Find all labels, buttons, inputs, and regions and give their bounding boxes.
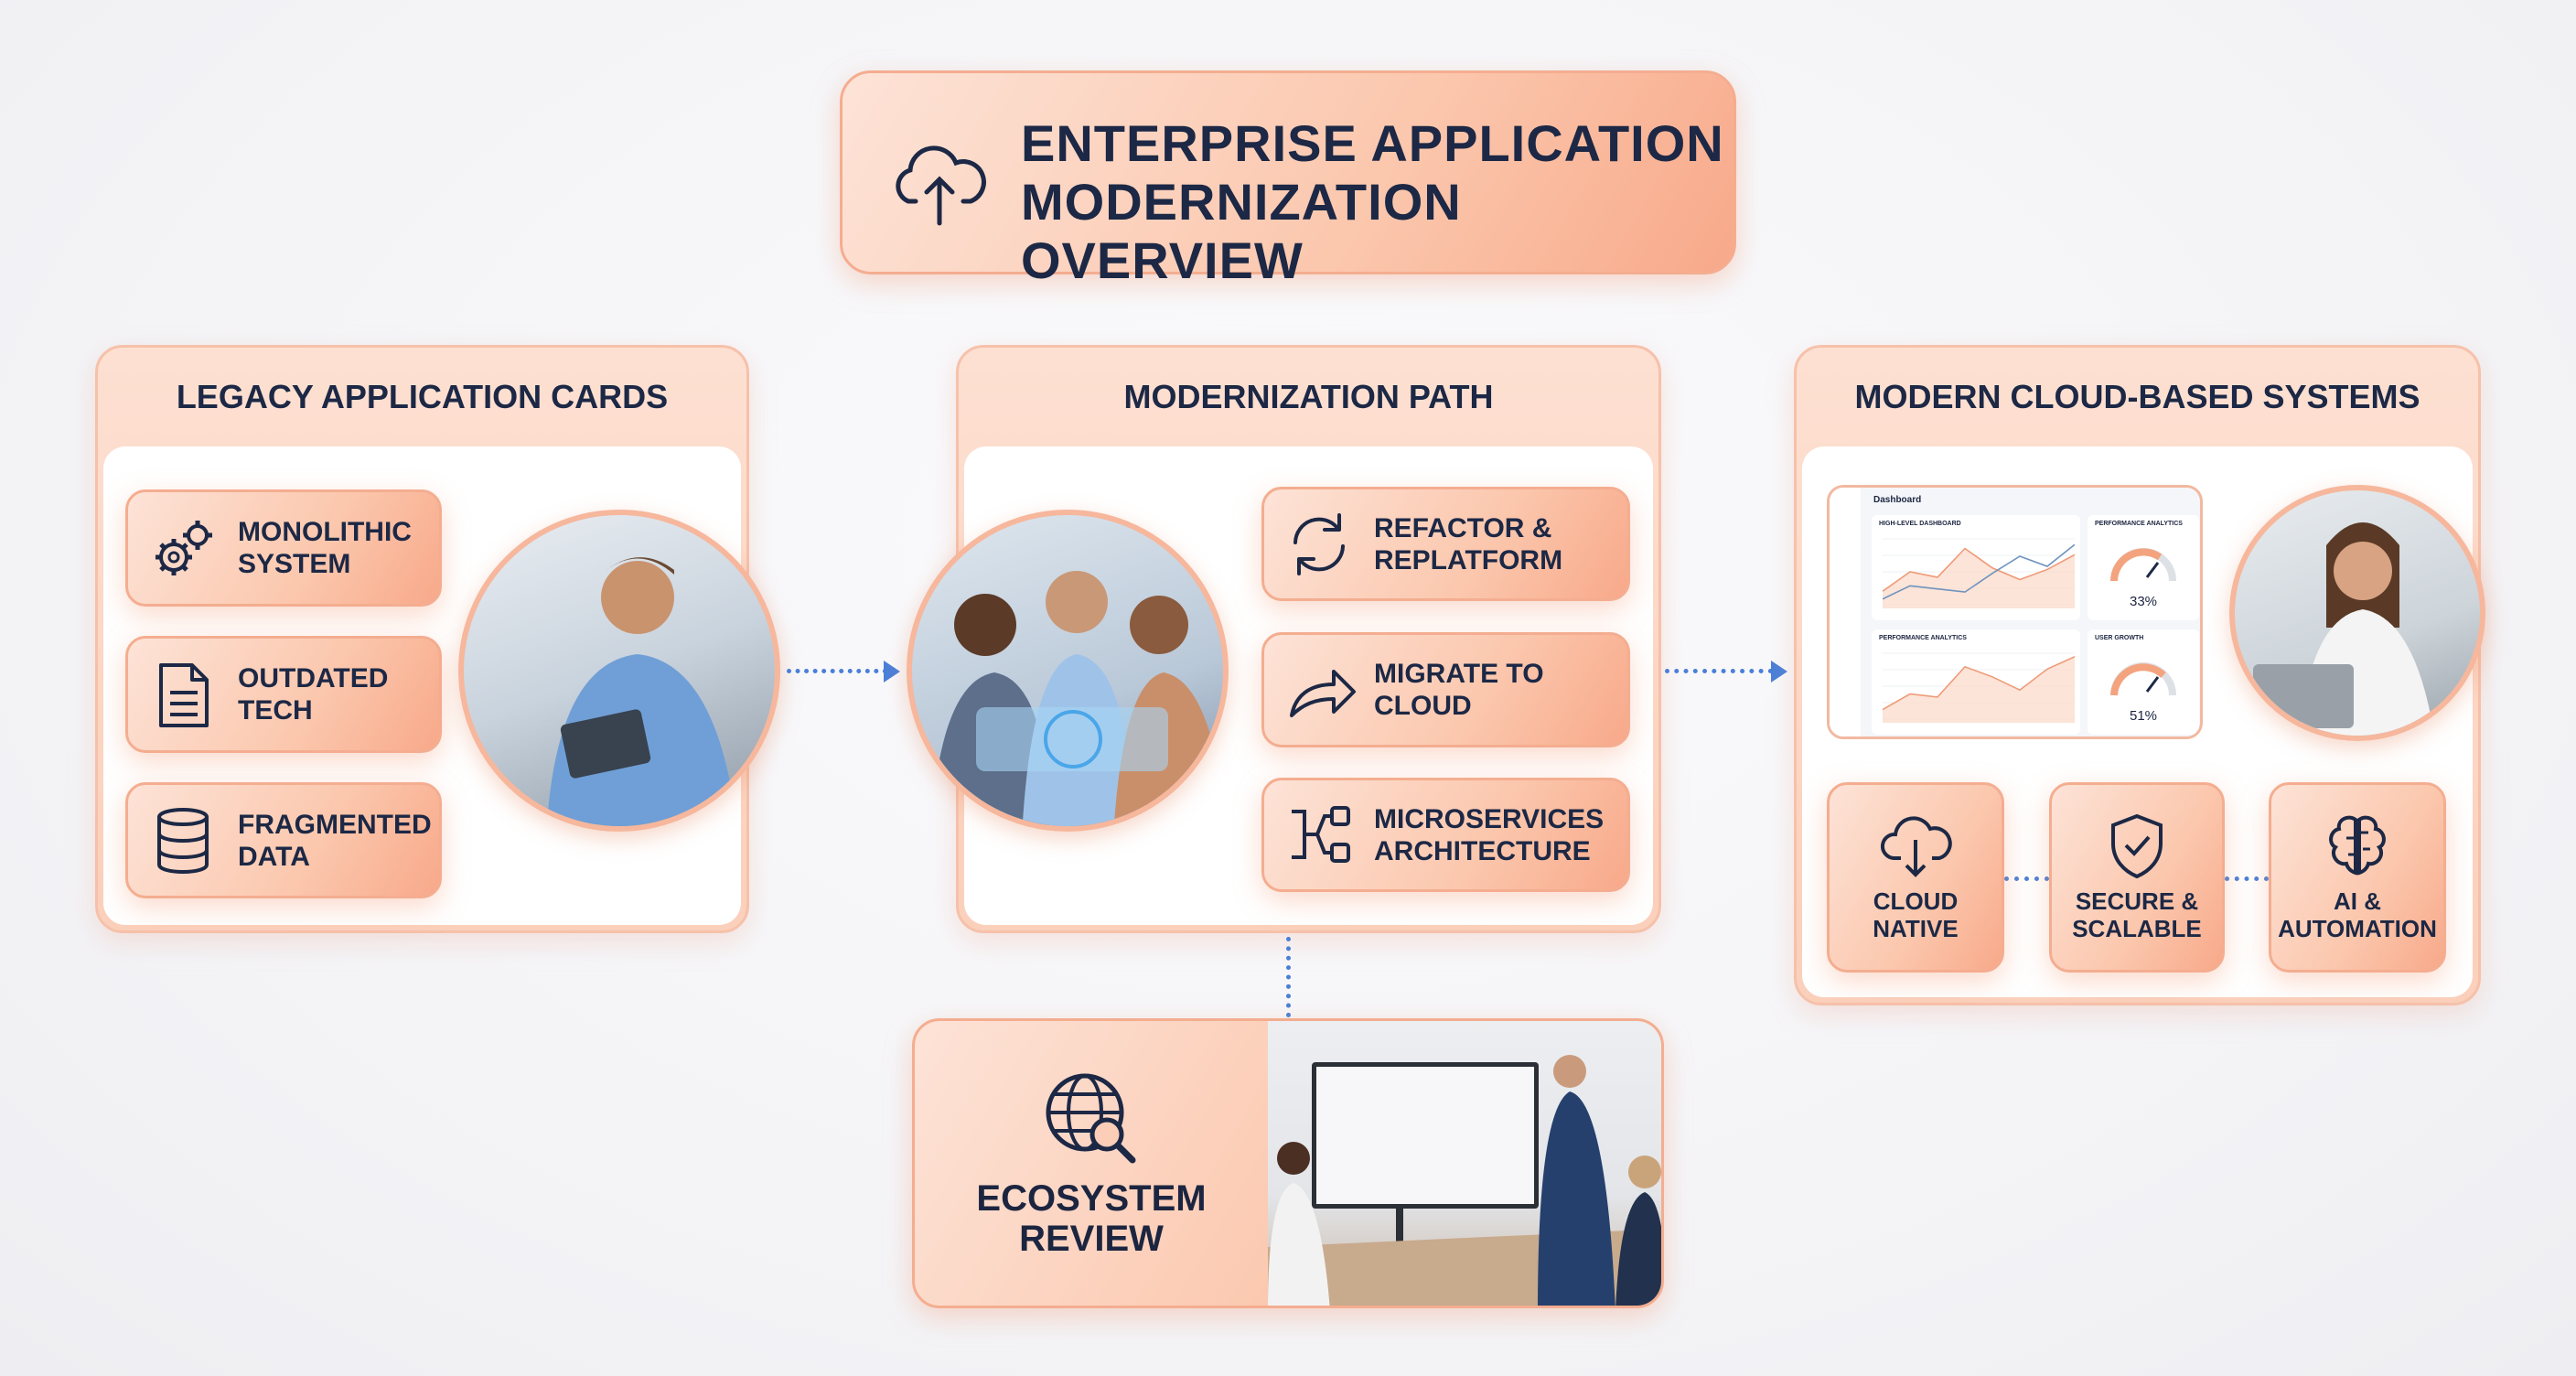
card-label: REFACTOR & xyxy=(1374,512,1552,543)
gauge1-value: 33% xyxy=(2129,594,2158,609)
tile-connector xyxy=(2004,876,2049,881)
tile-label: AI & xyxy=(2334,887,2381,915)
tile-secure-scalable[interactable]: SECURE &SCALABLE xyxy=(2049,782,2225,973)
series-area xyxy=(1883,548,2075,608)
cloud-upload-icon xyxy=(896,145,986,226)
gauge1-card: PERFORMANCE ANALYTICS 33% xyxy=(2088,515,2199,620)
photo-woman-laptop xyxy=(2229,485,2485,741)
tile-label: CLOUD xyxy=(1873,887,1959,915)
card-label: REPLATFORM xyxy=(1374,544,1563,575)
shield-check-icon xyxy=(2111,813,2163,878)
dashboard-chart1-card: HIGH-LEVEL DASHBOARD xyxy=(1872,515,2080,620)
card-label: TECH xyxy=(238,695,313,726)
modern-heading: MODERN CLOUD-BASED SYSTEMS xyxy=(1854,378,2420,415)
path-heading: MODERNIZATION PATH xyxy=(1123,378,1494,415)
card-refactor-replatform[interactable]: REFACTOR &REPLATFORM xyxy=(1261,487,1630,601)
series-line xyxy=(1883,655,2075,711)
chart2-plot xyxy=(1883,652,2075,723)
dashboard-chart2-card: PERFORMANCE ANALYTICS xyxy=(1872,629,2080,735)
photo-team-hologram xyxy=(907,510,1229,832)
tile-label: SCALABLE xyxy=(2072,915,2202,942)
tile-ai-automation[interactable]: AI &AUTOMATION xyxy=(2269,782,2446,973)
microservices-icon xyxy=(1292,805,1350,863)
connector-legacy-to-path xyxy=(787,669,887,673)
title-line-1: ENTERPRISE APPLICATION xyxy=(1021,114,1724,172)
tile-label: SECURE & xyxy=(2075,887,2199,915)
card-label: MICROSERVICES xyxy=(1374,803,1605,834)
photo-man-with-tablet xyxy=(458,510,780,832)
series-area xyxy=(1883,656,2075,723)
chart1-plot xyxy=(1883,538,2075,608)
cloud-download-icon xyxy=(1881,816,1952,877)
gauge2-icon xyxy=(2110,662,2176,696)
share-arrow-icon xyxy=(1290,670,1356,717)
series-line xyxy=(1883,543,2075,600)
legacy-heading: LEGACY APPLICATION CARDS xyxy=(176,378,669,415)
card-label: OUTDATED xyxy=(238,663,389,693)
refresh-icon xyxy=(1293,512,1345,575)
gauge2-card: USER GROWTH 51% xyxy=(2088,629,2199,735)
tile-connector xyxy=(2225,876,2269,881)
gauge2-value: 51% xyxy=(2129,708,2158,724)
document-icon xyxy=(159,663,209,727)
ecosystem-line-2: REVIEW xyxy=(1019,1219,1164,1259)
card-label: FRAGMENTED xyxy=(238,809,432,840)
ecosystem-line-1: ECOSYSTEM xyxy=(976,1178,1207,1219)
dashboard-title: Dashboard xyxy=(1873,495,1922,505)
arrowhead-icon xyxy=(884,661,900,683)
card-label: MIGRATE TO xyxy=(1374,659,1544,689)
database-icon xyxy=(157,807,209,874)
dashboard-preview: Dashboard HIGH-LEVEL DASHBOARD PERFORMAN… xyxy=(1827,485,2203,739)
gauge2-title: USER GROWTH xyxy=(2095,635,2144,641)
connector-path-to-modern xyxy=(1665,669,1773,673)
arrowhead-icon xyxy=(1771,661,1787,683)
chart1-title: HIGH-LEVEL DASHBOARD xyxy=(1879,521,1961,527)
series-line xyxy=(1883,547,2075,592)
dashboard-sidebar xyxy=(1830,488,1861,736)
connector-path-to-ecosystem xyxy=(1286,937,1291,1017)
card-label: CLOUD xyxy=(1374,691,1472,721)
photo-meeting-presentation xyxy=(1268,1021,1661,1306)
brain-icon xyxy=(2329,815,2386,876)
title-line-2: MODERNIZATION OVERVIEW xyxy=(1021,173,1462,289)
card-label: SYSTEM xyxy=(238,549,351,579)
card-label: MONOLITHIC xyxy=(238,517,412,547)
tile-label: NATIVE xyxy=(1873,915,1959,942)
chart2-title: PERFORMANCE ANALYTICS xyxy=(1879,635,1967,641)
tile-label: AUTOMATION xyxy=(2278,915,2437,942)
card-label: DATA xyxy=(238,841,310,872)
gauge1-icon xyxy=(2110,548,2176,582)
card-label: ARCHITECTURE xyxy=(1374,835,1591,866)
globe-search-icon xyxy=(1046,1073,1136,1164)
gauge1-title: PERFORMANCE ANALYTICS xyxy=(2095,521,2183,527)
gears-icon xyxy=(156,521,212,575)
